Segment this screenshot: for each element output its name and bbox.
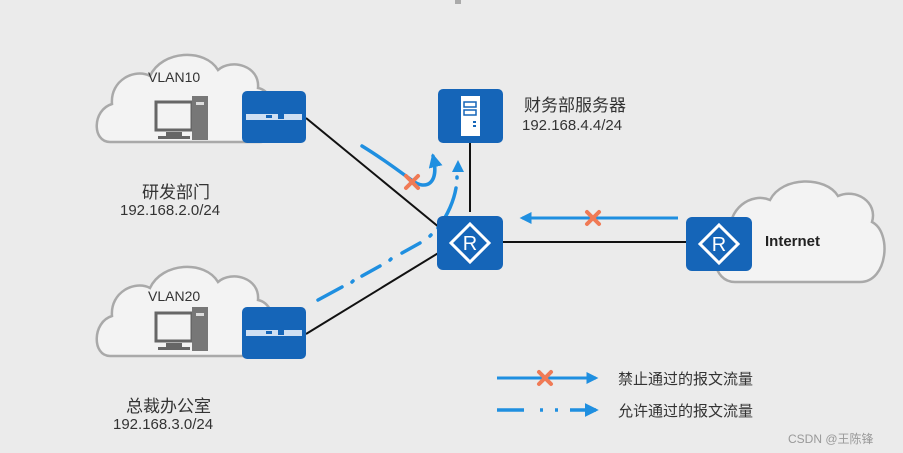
flow-allowed-arrowhead [452, 160, 464, 172]
pc-icon [154, 307, 208, 351]
pc-icon [154, 96, 208, 140]
deny-x-icon [404, 174, 420, 190]
legend-denied-line [497, 370, 599, 386]
vlan10-dept: 研发部门 [142, 183, 210, 203]
router-glyph: R [463, 233, 477, 255]
server-icon[interactable] [438, 89, 503, 143]
flow-denied-vlan10 [360, 144, 443, 187]
vlan20-label: VLAN20 [148, 288, 201, 304]
server-label: 财务部服务器 [524, 96, 626, 116]
legend-denied-label: 禁止通过的报文流量 [618, 370, 754, 388]
vlan20-subnet: 192.168.3.0/24 [113, 416, 214, 433]
router-glyph: R [712, 234, 726, 256]
deny-x-icon [585, 210, 601, 226]
switch-icon-vlan20[interactable] [242, 307, 306, 359]
vlan20-dept: 总裁办公室 [126, 397, 211, 417]
flow-allowed-vlan20 [316, 175, 459, 302]
link-switch2-router [305, 251, 441, 335]
cursor-mark [455, 0, 461, 4]
legend-allowed-label: 允许通过的报文流量 [618, 402, 754, 420]
vlan10-subnet: 192.168.2.0/24 [120, 202, 221, 219]
internet-label: Internet [765, 233, 821, 250]
router-icon-core[interactable]: R [437, 216, 503, 270]
vlan10-label: VLAN10 [148, 69, 201, 85]
router-icon-internet[interactable]: R [686, 217, 752, 271]
link-switch1-router [305, 117, 441, 229]
switch-icon-vlan10[interactable] [242, 91, 306, 143]
watermark: CSDN @王陈锋 [788, 432, 874, 446]
server-ip: 192.168.4.4/24 [522, 117, 623, 134]
